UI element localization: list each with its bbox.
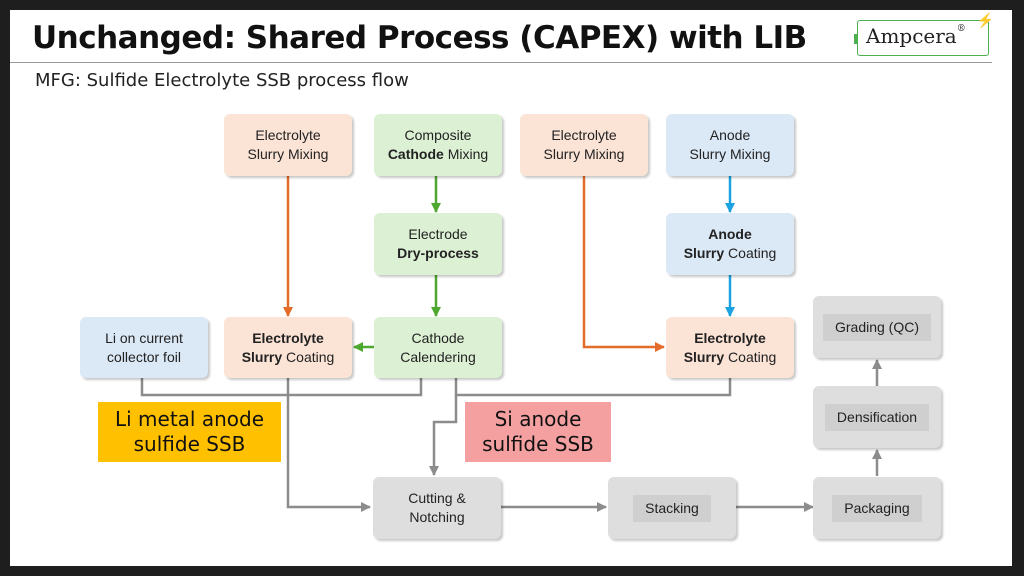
li-current-collector-box: Li on current collector foil [80, 317, 208, 378]
box-line: Slurry Coating [684, 244, 777, 263]
box-bold-text: Cathode [387, 146, 444, 162]
packaging-box: Packaging [813, 477, 941, 539]
cutting-notching-box: Cutting & Notching [373, 477, 501, 539]
flow-connectors [140, 176, 882, 512]
grading-qc-box: Grading (QC) [813, 296, 941, 358]
box-line: Packaging [832, 494, 922, 522]
box-line: collector foil [107, 348, 181, 365]
box-text: Coating [282, 348, 335, 365]
registered-mark: ® [956, 24, 966, 34]
lightning-bolt-icon: ⚡ [976, 12, 994, 28]
box-line: Cutting & [408, 490, 466, 506]
box-line: Slurry Coating [242, 348, 335, 367]
battery-terminal-icon [854, 34, 858, 44]
box-line: Cathode [411, 329, 465, 346]
box-text: Coating [724, 348, 777, 365]
label-line: Si anode [494, 407, 582, 431]
label-line: sulfide SSB [482, 432, 594, 456]
box-text: Mixing [443, 146, 489, 162]
electrolyte-slurry-mixing-box-2: Electrolyte Slurry Mixing [520, 114, 648, 176]
label-line: Li metal anode [114, 407, 265, 431]
electrolyte-slurry-coating-box-2: Electrolyte Slurry Coating [666, 317, 794, 378]
box-line: Li on current [105, 329, 183, 346]
box-bold-text: Dry-process [397, 245, 479, 261]
box-bold-text: Slurry [241, 348, 283, 365]
logo-wordmark: Ampcera® [866, 24, 966, 48]
box-line: Electrode [408, 226, 468, 242]
company-logo: Ampcera® ⚡ [854, 12, 994, 56]
box-line: Composite [404, 127, 472, 143]
box-line: Cathode Mixing [388, 145, 488, 164]
si-branch-bracket [454, 378, 732, 397]
cathode-calendering-box: Cathode Calendering [374, 317, 502, 378]
slide: Unchanged: Shared Process (CAPEX) with L… [10, 10, 1012, 566]
li-metal-anode-label: Li metal anode sulfide SSB [98, 402, 281, 462]
electrolyte-slurry-mixing-box-1: Electrolyte Slurry Mixing [224, 114, 352, 176]
box-line: Anode [709, 127, 751, 143]
box-line: Slurry Coating [684, 348, 777, 367]
si-anode-label: Si anode sulfide SSB [465, 402, 611, 462]
box-bold-text: Anode [708, 226, 752, 242]
li-branch-bracket [140, 378, 423, 397]
electrode-dry-process-box: Electrode Dry-process [374, 213, 502, 275]
densification-box: Densification [813, 386, 941, 448]
anode-slurry-coating-box: Anode Slurry Coating [666, 213, 794, 275]
box-bold-text: Electrolyte [252, 329, 324, 346]
box-line: Densification [824, 403, 930, 431]
box-line: Electrolyte [255, 127, 321, 143]
box-line: Grading (QC) [822, 313, 932, 341]
page-title: Unchanged: Shared Process (CAPEX) with L… [32, 20, 807, 56]
box-line: Calendering [400, 348, 476, 365]
box-line: Electrolyte [551, 127, 617, 143]
box-bold-text: Slurry [683, 245, 725, 261]
box-line: Slurry Mixing [247, 146, 329, 162]
stacking-box: Stacking [608, 477, 736, 539]
title-divider [10, 62, 992, 63]
electrolyte-slurry-coating-box-1: Electrolyte Slurry Coating [224, 317, 352, 378]
page-subtitle: MFG: Sulfide Electrolyte SSB process flo… [35, 70, 409, 91]
anode-slurry-mixing-box: Anode Slurry Mixing [666, 114, 794, 176]
arrow-si-branch-to-cutting [429, 395, 458, 476]
box-line: Slurry Mixing [689, 146, 771, 162]
box-text: Coating [724, 245, 777, 261]
box-bold-text: Slurry [683, 348, 725, 365]
box-line: Stacking [633, 494, 711, 522]
arrow-electrolyte-mix-to-coating-2 [582, 176, 665, 352]
label-line: sulfide SSB [133, 432, 246, 456]
arrow-li-branch-to-cutting [286, 378, 371, 512]
composite-cathode-mixing-box: Composite Cathode Mixing [374, 114, 502, 176]
box-bold-text: Electrolyte [694, 329, 766, 346]
box-line: Slurry Mixing [543, 146, 625, 162]
logo-name: Ampcera [866, 24, 957, 48]
box-line: Notching [409, 509, 465, 525]
